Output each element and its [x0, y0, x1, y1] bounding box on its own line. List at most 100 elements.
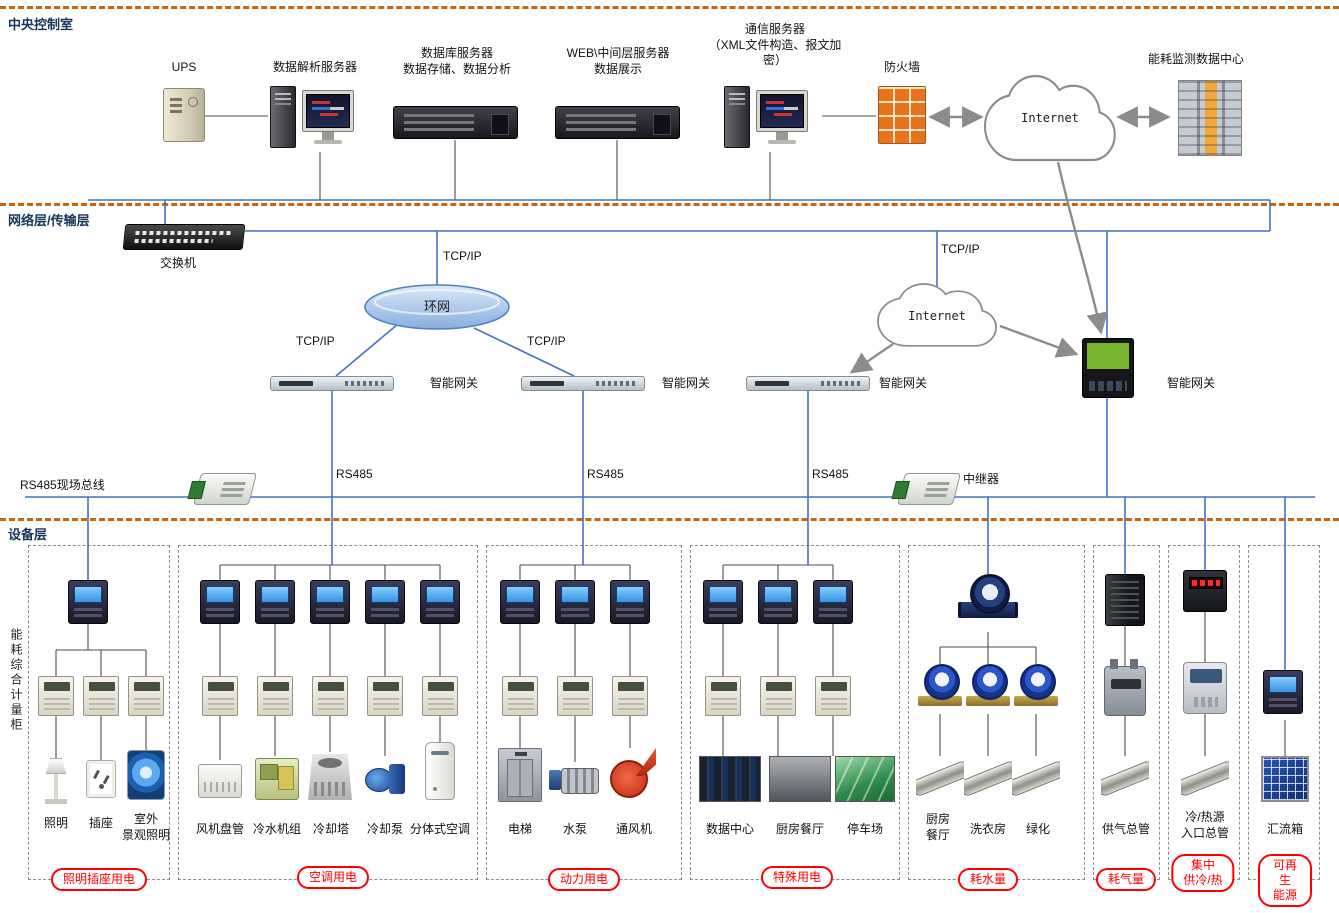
tcpip-label-2: TCP/IP: [296, 334, 335, 348]
power-meter-icon: [255, 580, 295, 624]
lighting-icon: [41, 756, 71, 804]
datacenter-servers-icon: [1178, 80, 1242, 156]
din-meter-icon: [422, 676, 458, 716]
elevator-icon: [498, 748, 542, 802]
control-room-layer-label: 中央控制室: [8, 17, 74, 32]
ventilator-icon: [606, 746, 658, 802]
power-meter-icon: [703, 580, 743, 624]
group-tag-special: 特殊用电: [760, 866, 834, 889]
group-tag-hvac: 空调用电: [296, 866, 370, 889]
separator-control-room: [0, 6, 1339, 9]
device-layer-label: 设备层: [8, 527, 48, 542]
power-meter-icon: [365, 580, 405, 624]
group-tag-power: 动力用电: [547, 868, 621, 891]
landscape-light-icon: [127, 750, 165, 800]
pc-stand: [776, 132, 788, 140]
gas-meter-icon: [1104, 659, 1146, 716]
water-pump-icon: [549, 762, 601, 800]
ups-label: UPS: [171, 60, 197, 74]
power-meter-icon: [310, 580, 350, 624]
smart-gateway-label-1: 智能网关: [430, 376, 479, 390]
chiller-icon: [255, 758, 299, 800]
pc-base: [314, 140, 342, 144]
item-label: 通风机: [615, 822, 653, 836]
item-label: 厨房 餐厅: [925, 812, 951, 842]
power-meter-icon: [555, 580, 595, 624]
din-meter-icon: [705, 676, 741, 716]
comm-server-icon: [722, 86, 814, 152]
power-meter-icon: [68, 580, 108, 624]
internet-cloud-mid: [877, 283, 997, 347]
water-meter-icon: [1014, 664, 1058, 714]
socket-icon: [86, 760, 116, 798]
din-meter-icon: [760, 676, 796, 716]
item-label: 汇流箱: [1266, 822, 1304, 836]
item-label: 洗衣房: [969, 822, 1007, 836]
item-label: 分体式空调: [409, 822, 471, 836]
datacenter-room-photo: [699, 756, 761, 802]
split-ac-icon: [425, 742, 455, 800]
switch-label: 交换机: [159, 256, 197, 270]
pipe-icon: [1012, 756, 1060, 798]
firewall-icon: [878, 86, 926, 144]
smart-gateway-icon-4: [1082, 338, 1134, 398]
gas-collector-icon: [1105, 574, 1145, 626]
metering-cabinet-label: 能耗综合计量柜: [9, 628, 23, 733]
ultrasonic-flow-meter-icon: [1183, 662, 1227, 714]
pipe-icon: [964, 756, 1012, 798]
datacenter-label: 能耗监测数据中心: [1147, 52, 1245, 66]
tcpip-label-4: TCP/IP: [941, 242, 980, 256]
din-meter-icon: [312, 676, 348, 716]
item-label: 冷水机组: [252, 822, 302, 836]
power-meter-icon: [758, 580, 798, 624]
group-tag-cooling-heating: 集中 供冷/热: [1171, 854, 1235, 892]
item-label: 冷/热源 入口总管: [1180, 810, 1230, 840]
smart-gateway-icon-2: [521, 376, 645, 391]
pc-base: [768, 140, 796, 144]
din-meter-icon: [367, 676, 403, 716]
power-meter-icon: [200, 580, 240, 624]
parking-photo: [835, 756, 895, 802]
parse-server-label: 数据解析服务器: [272, 60, 358, 74]
din-meter-icon: [128, 676, 164, 716]
group-tag-water: 耗水量: [957, 868, 1019, 891]
rs485-label-2: RS485: [587, 467, 624, 481]
item-label: 风机盘管: [195, 822, 245, 836]
water-meter-icon: [918, 664, 962, 714]
smart-gateway-icon-1: [270, 376, 394, 391]
din-meter-icon: [502, 676, 538, 716]
water-meter-icon: [966, 664, 1010, 714]
web-server-icon: [555, 106, 680, 139]
network-layer-label: 网络层/传输层: [8, 213, 90, 228]
ring-network-shape: [364, 284, 510, 330]
smart-gateway-label-4: 智能网关: [1167, 376, 1216, 390]
din-meter-icon: [257, 676, 293, 716]
power-meter-icon: [1263, 670, 1303, 714]
internet-mid-label: Internet: [908, 309, 966, 323]
cooling-pump-icon: [363, 758, 407, 800]
din-meter-icon: [202, 676, 238, 716]
smart-gateway-label-3: 智能网关: [879, 376, 928, 390]
tcpip-label-3: TCP/IP: [527, 334, 566, 348]
power-meter-icon: [420, 580, 460, 624]
server-connectors: [205, 115, 876, 200]
din-meter-icon: [815, 676, 851, 716]
separator-device-layer: [0, 518, 1339, 521]
pc-monitor-icon: [756, 90, 808, 132]
cooling-tower-icon: [308, 754, 352, 800]
din-meter-icon: [612, 676, 648, 716]
group-tag-gas: 耗气量: [1095, 868, 1157, 891]
rs485-label-3: RS485: [812, 467, 849, 481]
comm-server-label: 通信服务器 （XML文件构造、报文加密）: [708, 22, 842, 68]
pc-stand: [322, 132, 334, 140]
database-server-icon: [393, 106, 518, 139]
pc-tower-icon: [724, 86, 750, 148]
kitchen-photo: [769, 756, 831, 802]
item-label: 照明: [43, 816, 69, 830]
power-meter-icon: [610, 580, 650, 624]
web-server-label: WEB\中间层服务器 数据展示: [566, 46, 670, 76]
item-label: 绿化: [1025, 822, 1051, 836]
ups-icon: [163, 88, 205, 142]
separator-network-layer: [0, 203, 1339, 206]
